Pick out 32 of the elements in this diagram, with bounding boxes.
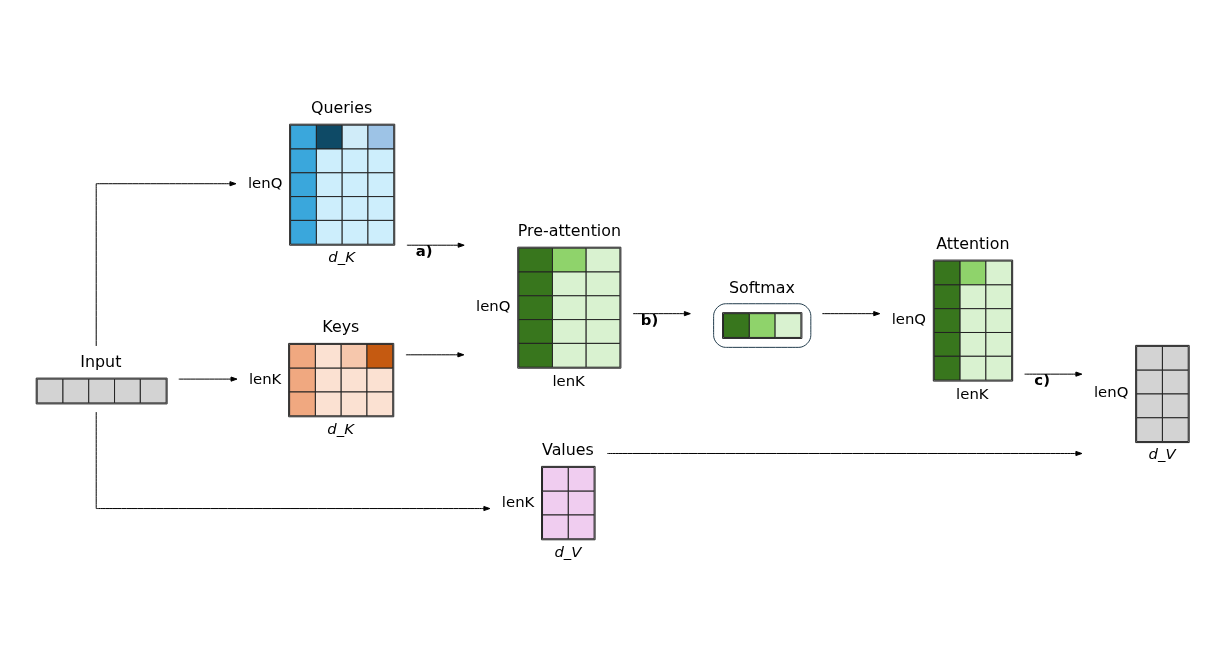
edge-label: a) [415, 242, 433, 261]
arrow [95, 411, 491, 512]
arrow [95, 181, 237, 347]
arrow [406, 242, 465, 248]
node-box [713, 303, 812, 348]
node-label: lenK [956, 384, 989, 403]
node-label: lenQ [476, 297, 511, 316]
edge-label: b) [640, 310, 659, 329]
node-label: Pre-attention [517, 221, 622, 241]
edge-label: c) [1034, 371, 1050, 390]
node-label: Softmax [729, 277, 795, 297]
node-label: Queries [310, 98, 373, 118]
node-label: lenQ [1093, 383, 1129, 402]
node-label: d_K [328, 248, 355, 267]
node-label: d_V [1148, 445, 1176, 464]
node-label: Keys [322, 317, 360, 337]
arrow [405, 352, 465, 358]
node-label: Values [542, 440, 594, 460]
node-label: lenQ [891, 310, 927, 329]
arrow [606, 450, 1083, 457]
arrow [178, 376, 238, 382]
arrow [632, 311, 691, 317]
node-label: Input [80, 352, 122, 371]
node-label: lenK [501, 492, 535, 511]
node-label: Attention [936, 233, 1010, 253]
node-label: d_K [327, 419, 354, 438]
arrow [821, 311, 881, 317]
arrow [1024, 371, 1083, 377]
node-label: lenK [552, 372, 585, 391]
node-label: d_V [554, 542, 582, 561]
node-label: lenK [248, 369, 282, 388]
node-label: lenQ [247, 174, 283, 193]
